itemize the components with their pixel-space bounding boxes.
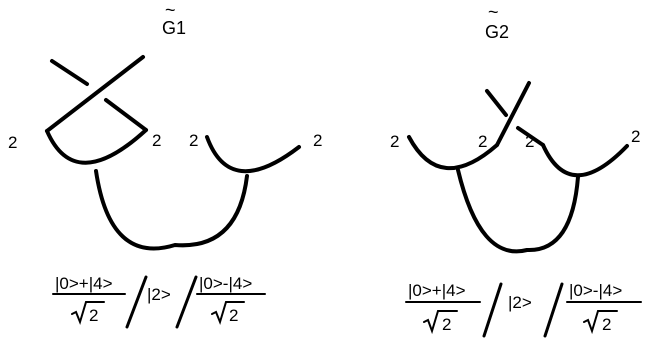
g2-left-cup — [407, 135, 499, 170]
g1-label-mid-left: 2 — [152, 131, 161, 150]
g2-label-mid-left: 2 — [478, 132, 487, 151]
g1-right-cup — [205, 135, 301, 174]
g2-right-sqrt-sign — [583, 310, 618, 335]
g2-label-mid-right: 2 — [525, 132, 534, 151]
g1-left-sqrt-sign — [71, 301, 105, 326]
g1-tilde: ~ — [165, 0, 176, 20]
g1-right-numerator: |0>-|4> — [199, 274, 252, 293]
g1-right-sqrt-sign — [211, 301, 245, 326]
diagram-g2: ~ G2 2 2 2 2 |0>+|4> 2 |2> |0>-|4> 2 — [390, 2, 642, 338]
g1-left-denominator: 2 — [89, 306, 98, 325]
g2-label-right: 2 — [631, 127, 640, 146]
g2-left-sqrt-sign — [423, 310, 458, 335]
g2-crossing-under-lower — [516, 126, 545, 147]
g2-right-cup — [541, 143, 629, 178]
g1-label-left: 2 — [8, 133, 17, 152]
g1-middle-ket: |2> — [147, 285, 171, 304]
g2-label-left: 2 — [390, 132, 399, 151]
g2-crossing-over-strand — [495, 81, 531, 147]
g2-middle-ket: |2> — [508, 293, 532, 312]
g2-tilde: ~ — [488, 2, 499, 22]
g2-crossing-under-upper — [485, 89, 508, 117]
g2-right-numerator: |0>-|4> — [569, 281, 622, 300]
g1-label-right: 2 — [313, 131, 322, 150]
g1-crossing-over-strand — [45, 55, 145, 133]
g2-left-numerator: |0>+|4> — [408, 281, 466, 300]
g2-formula: |0>+|4> 2 |2> |0>-|4> 2 — [405, 281, 642, 338]
g2-title: G2 — [485, 22, 509, 42]
g1-right-denominator: 2 — [229, 306, 238, 325]
g1-left-numerator: |0>+|4> — [55, 274, 113, 293]
g1-slash-1 — [125, 275, 148, 329]
g1-title: G1 — [162, 18, 186, 38]
g1-bottom-cup — [94, 169, 249, 251]
g2-slash-1 — [482, 282, 503, 338]
g1-left-cup — [45, 128, 148, 165]
g1-label-mid-right: 2 — [189, 131, 198, 150]
g2-left-denominator: 2 — [442, 315, 451, 334]
g2-slash-2 — [543, 282, 564, 338]
g2-bottom-cup — [456, 168, 580, 254]
g1-crossing-under-upper — [50, 59, 89, 86]
g1-formula: |0>+|4> 2 |2> |0>-|4> 2 — [52, 274, 266, 329]
g2-right-denominator: 2 — [602, 315, 611, 334]
diagram-g1: ~ G1 2 2 2 2 |0>+|4> 2 |2> |0>-|4> 2 — [8, 0, 322, 329]
g1-slash-2 — [175, 275, 198, 329]
g1-crossing-under-lower — [104, 98, 148, 132]
